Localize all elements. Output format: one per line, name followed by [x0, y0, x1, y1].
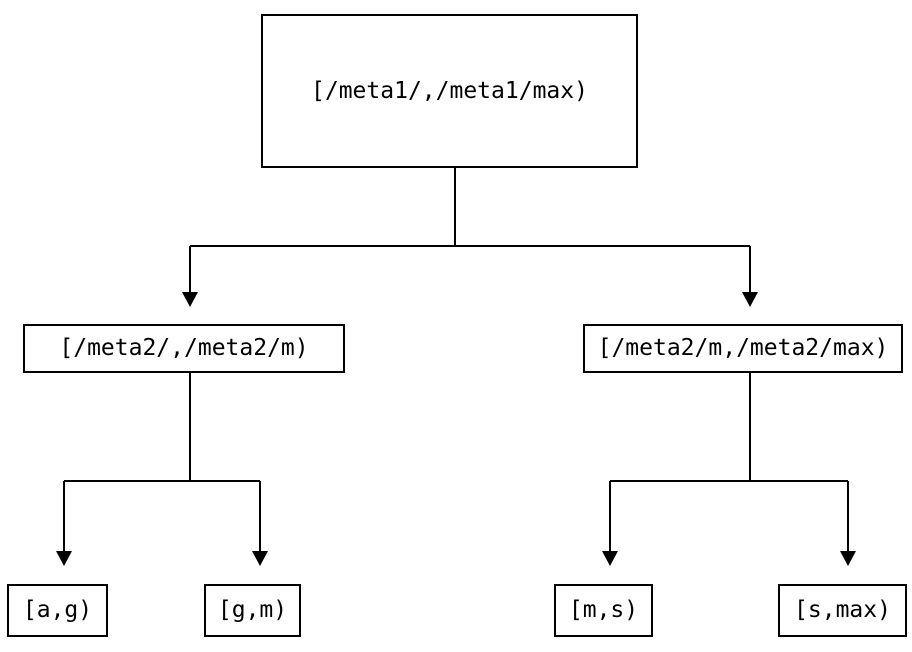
arrow-down-icon [56, 551, 72, 566]
tree-leaf-gm-label: [g,m) [217, 597, 288, 623]
tree-leaf-ag: [a,g) [7, 584, 108, 637]
arrow-down-icon [602, 551, 618, 566]
tree-leaf-smax-label: [s,max) [794, 597, 891, 623]
tree-node-meta2-left-label: [/meta2/,/meta2/m) [59, 335, 309, 361]
tree-node-meta2-right: [/meta2/m,/meta2/max) [583, 324, 903, 373]
tree-leaf-smax: [s,max) [778, 584, 907, 637]
tree-leaf-gm: [g,m) [204, 584, 301, 637]
tree-leaf-ms: [m,s) [554, 584, 653, 637]
arrow-down-icon [182, 292, 198, 307]
arrow-down-icon [252, 551, 268, 566]
tree-node-meta2-right-label: [/meta2/m,/meta2/max) [597, 335, 889, 361]
tree-node-meta2-left: [/meta2/,/meta2/m) [23, 324, 345, 373]
tree-node-root-label: [/meta1/,/meta1/max) [311, 77, 588, 104]
tree-leaf-ms-label: [m,s) [568, 597, 639, 623]
tree-leaf-ag-label: [a,g) [22, 597, 93, 623]
tree-node-root: [/meta1/,/meta1/max) [261, 14, 638, 168]
arrow-down-icon [840, 551, 856, 566]
arrow-down-icon [742, 292, 758, 307]
